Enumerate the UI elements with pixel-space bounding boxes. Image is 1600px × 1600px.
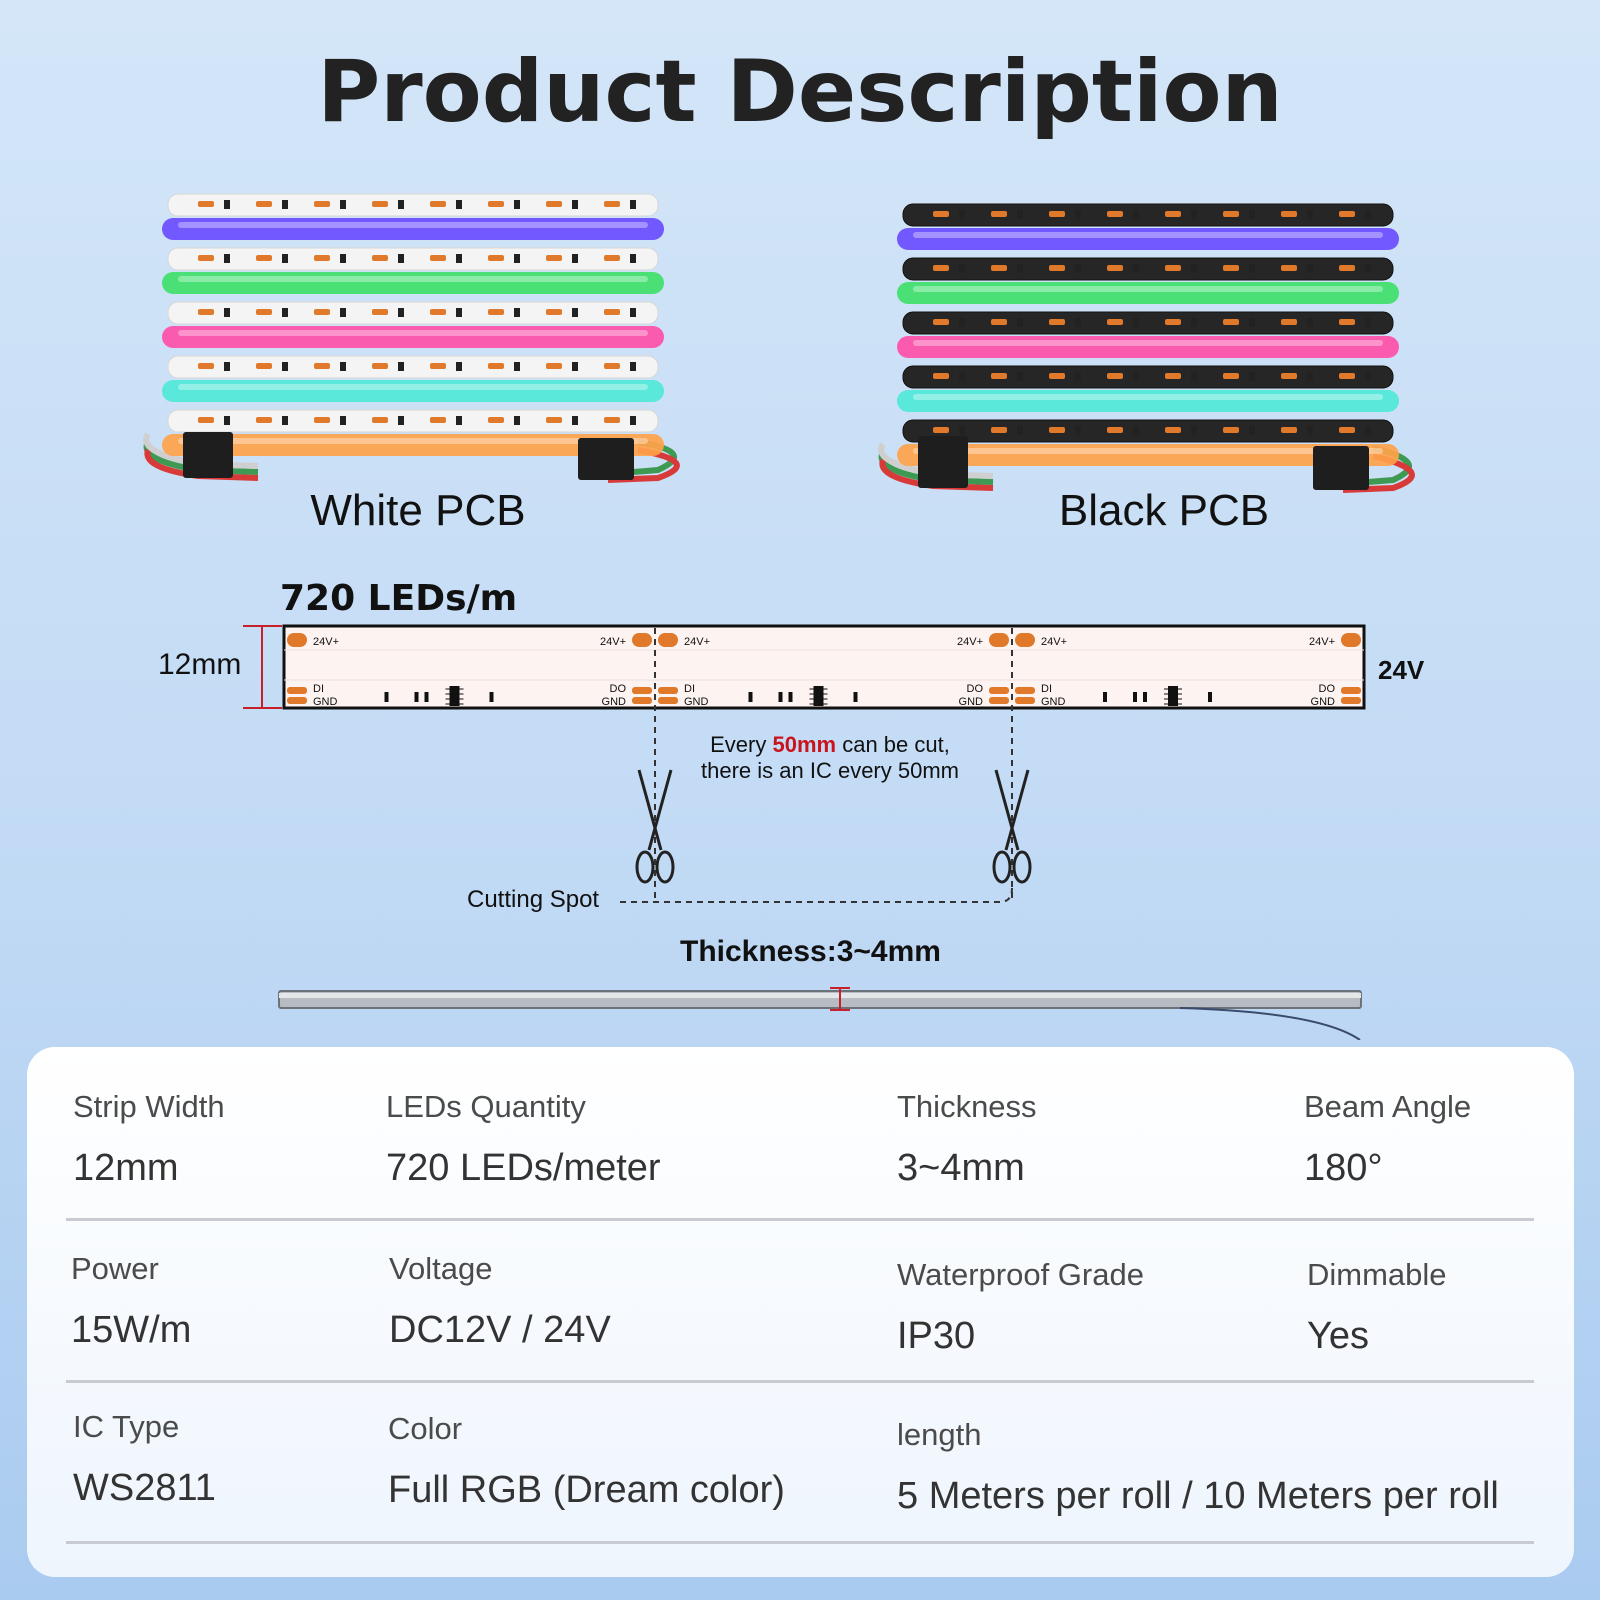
cut-note: Every 50mm can be cut, there is an IC ev… xyxy=(660,732,1000,784)
strip-width-label: 12mm xyxy=(158,648,242,681)
strip-body xyxy=(282,624,1366,710)
cut-note-highlight: 50mm xyxy=(772,732,837,757)
spec-value-beam-angle: 180° xyxy=(1304,1147,1383,1189)
voltage-label: 24V xyxy=(1378,655,1425,685)
scissors-icon xyxy=(992,769,1032,884)
spec-value-strip-width: 12mm xyxy=(73,1147,179,1189)
spec-value-thickness: 3~4mm xyxy=(897,1147,1025,1189)
svg-text:24V+: 24V+ xyxy=(684,636,710,648)
leds-per-meter-label: 720 LEDs/m xyxy=(280,578,518,619)
spec-value-length: 5 Meters per roll / 10 Meters per roll xyxy=(897,1475,1499,1517)
spec-divider xyxy=(66,1380,1534,1383)
svg-text:24V+: 24V+ xyxy=(600,636,626,648)
spec-label-waterproof-grade: Waterproof Grade xyxy=(897,1257,1144,1292)
black-pcb-label: Black PCB xyxy=(1058,486,1270,535)
spec-value-color: Full RGB (Dream color) xyxy=(388,1469,785,1511)
scissors-icon xyxy=(635,769,675,884)
spec-value-dimmable: Yes xyxy=(1307,1315,1369,1357)
svg-text:GND: GND xyxy=(602,696,627,708)
spec-label-leds-quantity: LEDs Quantity xyxy=(386,1089,586,1124)
svg-text:DI: DI xyxy=(1041,683,1052,695)
svg-text:DI: DI xyxy=(313,683,324,695)
svg-text:DO: DO xyxy=(1319,683,1336,695)
svg-text:DO: DO xyxy=(610,683,627,695)
spec-label-ic-type: IC Type xyxy=(73,1409,180,1444)
spec-value-waterproof-grade: IP30 xyxy=(897,1315,976,1357)
spec-label-thickness: Thickness xyxy=(897,1089,1037,1124)
thickness-label: Thickness:3~4mm xyxy=(680,935,941,968)
svg-text:24V+: 24V+ xyxy=(1309,636,1335,648)
black-pcb-coil-image xyxy=(878,203,1415,493)
spec-divider xyxy=(66,1541,1534,1544)
cut-note-line2: there is an IC every 50mm xyxy=(701,758,959,783)
strip-side-profile xyxy=(278,987,1362,1040)
spec-divider xyxy=(66,1218,1534,1221)
svg-text:24V+: 24V+ xyxy=(1041,636,1067,648)
page-title: Product Description xyxy=(317,42,1283,142)
spec-value-power: 15W/m xyxy=(71,1309,192,1351)
svg-text:GND: GND xyxy=(313,696,338,708)
svg-text:GND: GND xyxy=(1311,696,1336,708)
spec-value-voltage: DC12V / 24V xyxy=(389,1309,611,1351)
white-pcb-label: White PCB xyxy=(310,486,526,535)
svg-text:GND: GND xyxy=(1041,696,1066,708)
spec-card: Strip Width 12mm LEDs Quantity 720 LEDs/… xyxy=(27,1047,1574,1577)
spec-value-leds-quantity: 720 LEDs/meter xyxy=(386,1147,661,1189)
spec-label-strip-width: Strip Width xyxy=(73,1089,225,1124)
cut-note-suffix: can be cut, xyxy=(842,732,950,757)
svg-text:GND: GND xyxy=(684,696,709,708)
white-pcb-coil-image xyxy=(143,193,680,483)
cutting-spot-label: Cutting Spot xyxy=(467,886,600,913)
spec-label-dimmable: Dimmable xyxy=(1307,1257,1447,1292)
svg-text:GND: GND xyxy=(959,696,984,708)
svg-text:24V+: 24V+ xyxy=(313,636,339,648)
spec-label-color: Color xyxy=(388,1411,463,1446)
svg-text:DI: DI xyxy=(684,683,695,695)
spec-value-ic-type: WS2811 xyxy=(73,1467,216,1509)
spec-label-voltage: Voltage xyxy=(389,1251,493,1286)
spec-label-length: length xyxy=(897,1417,982,1452)
spec-label-beam-angle: Beam Angle xyxy=(1304,1089,1472,1124)
svg-text:24V+: 24V+ xyxy=(957,636,983,648)
width-dimension-marker xyxy=(243,625,282,709)
cut-note-prefix: Every xyxy=(710,732,767,757)
svg-text:DO: DO xyxy=(967,683,984,695)
spec-label-power: Power xyxy=(71,1251,159,1286)
